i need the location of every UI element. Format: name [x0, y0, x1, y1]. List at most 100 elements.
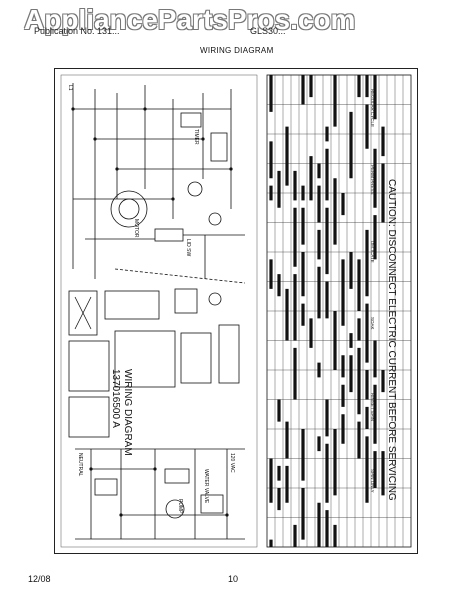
timer-contact-bar — [317, 266, 321, 319]
timer-contact-bar — [341, 355, 345, 378]
timer-contact-bar — [301, 303, 305, 326]
timer-contact-bar — [301, 75, 305, 105]
timer-contact-bar — [333, 75, 337, 127]
timer-cycle-label: DELICATE — [370, 241, 375, 263]
timer-contact-bar — [357, 421, 361, 459]
timer-chart — [266, 74, 412, 548]
timer-contact-bar — [365, 370, 369, 400]
timer-contact-bar — [325, 148, 329, 201]
timer-contact-bar — [365, 75, 369, 98]
timer-contact-bar — [285, 421, 289, 459]
timer-contact-bar — [285, 465, 289, 503]
timer-contact-bar — [325, 399, 329, 437]
timer-contact-bar — [325, 207, 329, 275]
timer-contact-bar — [277, 274, 281, 297]
timer-contact-bar — [301, 488, 305, 540]
timer-cycle-label: SPIN ONLY — [370, 469, 375, 493]
timer-contact-bar — [373, 215, 377, 260]
timer-contact-bar — [325, 510, 329, 547]
timer-contact-bar — [349, 111, 353, 179]
diagram-label: WIRING DIAGRAM — [122, 369, 133, 456]
timer-cycle-label: SOAK — [370, 317, 375, 330]
timer-cycle-labels: REGULAR CYCLE PERM PRESS DELICATE SOAK RINSE… — [370, 89, 375, 493]
timer-contact-bar — [309, 318, 313, 348]
timer-contact-bar — [293, 274, 297, 341]
timer-contact-bar — [277, 399, 281, 422]
timer-contact-bar — [365, 104, 369, 149]
caution-text: CAUTION: DISCONNECT ELECTRIC CURRENT BEF… — [386, 179, 397, 501]
timer-contact-bar — [269, 539, 273, 547]
timer-contact-bar — [301, 429, 305, 481]
timer-contact-bar — [269, 75, 273, 112]
timer-cycle-label: PERM PRESS — [370, 165, 375, 195]
timer-contact-bar — [381, 126, 385, 157]
model-number-right: GLS30... — [250, 26, 286, 36]
timer-contact-bar — [357, 318, 361, 341]
schematic-area — [60, 74, 258, 548]
timer-contact-bar — [373, 384, 377, 444]
timer-contact-bar — [285, 126, 289, 186]
schematic-label-timer: TIMER — [193, 129, 199, 145]
diagram-part-number: 137016500 A — [110, 369, 121, 428]
timer-cycle-label: RINSE / SPIN — [370, 393, 375, 421]
timer-contact-bar — [317, 362, 321, 378]
timer-contact-bar — [317, 502, 321, 547]
timer-contact-bar — [269, 185, 273, 201]
timer-contact-bar — [269, 141, 273, 179]
timer-contact-bar — [365, 436, 369, 503]
timer-contact-bar — [325, 281, 329, 319]
timer-contact-bar — [381, 163, 385, 223]
timer-contact-bar — [365, 229, 369, 297]
timer-contact-bar — [341, 193, 345, 216]
timer-contact-bar — [365, 303, 369, 363]
schematic-terminals — [71, 107, 233, 517]
watermark-logo: AppliancePartsPros.com — [24, 4, 356, 35]
timer-contact-bar — [333, 524, 337, 547]
timer-contact-bar — [317, 185, 321, 223]
schematic-label-l1: L1 — [67, 85, 73, 91]
timer-contact-bar — [293, 524, 297, 547]
timer-contact-bar — [301, 185, 305, 201]
timer-contact-bar — [349, 355, 353, 393]
timer-contact-bar — [317, 229, 321, 260]
timer-contact-bar — [309, 156, 313, 201]
page-number: 10 — [228, 574, 239, 584]
schematic-label-neutral: NEUTRAL — [77, 453, 83, 477]
wiring-diagram-sheet: MOTOR TIMER LID SW PUMP WATER VALVE 120 … — [54, 68, 418, 554]
timer-contact-bar — [381, 370, 385, 393]
timer-contact-bar — [357, 75, 361, 98]
timer-contact-bar — [357, 259, 361, 311]
timer-contact-bar — [301, 252, 305, 297]
schematic-label-water-valve: WATER VALVE — [203, 469, 209, 504]
timer-contact-bar — [325, 443, 329, 503]
timer-contact-bar — [341, 414, 345, 444]
timer-contact-bar — [341, 384, 345, 407]
schematic-label-pump: PUMP — [177, 499, 183, 514]
schematic-label-voltage: 120 VAC — [229, 453, 235, 473]
timer-contact-bar — [293, 347, 297, 400]
timer-contact-bar — [341, 259, 345, 326]
timer-contact-bar — [277, 488, 281, 511]
timer-contact-bar — [293, 170, 297, 201]
timer-contact-bar — [373, 451, 377, 488]
schematic-label-lid-switch: LID SW — [185, 239, 191, 257]
timer-contact-bar — [333, 429, 337, 496]
timer-contact-bar — [373, 75, 377, 120]
timer-contact-bar — [301, 207, 305, 245]
footer-date: 12/08 — [28, 574, 51, 584]
timer-contact-bar — [285, 288, 289, 341]
timer-contact-bar — [349, 333, 353, 348]
timer-contact-bar — [333, 311, 337, 370]
timer-contact-bar — [269, 458, 273, 503]
timer-contact-bar — [277, 170, 281, 208]
timer-cycle-label: REGULAR CYCLE — [370, 89, 375, 127]
timer-contact-bar — [381, 451, 385, 496]
timer-contact-bar — [309, 75, 313, 98]
timer-contact-bar — [325, 126, 329, 142]
page-title: WIRING DIAGRAM — [200, 46, 274, 55]
timer-contact-bar — [317, 163, 321, 179]
timer-contact-bar — [373, 340, 377, 378]
timer-contact-bar — [365, 406, 369, 429]
model-number-left: Publication No. 131... — [34, 26, 120, 36]
timer-contact-bar — [293, 207, 297, 267]
